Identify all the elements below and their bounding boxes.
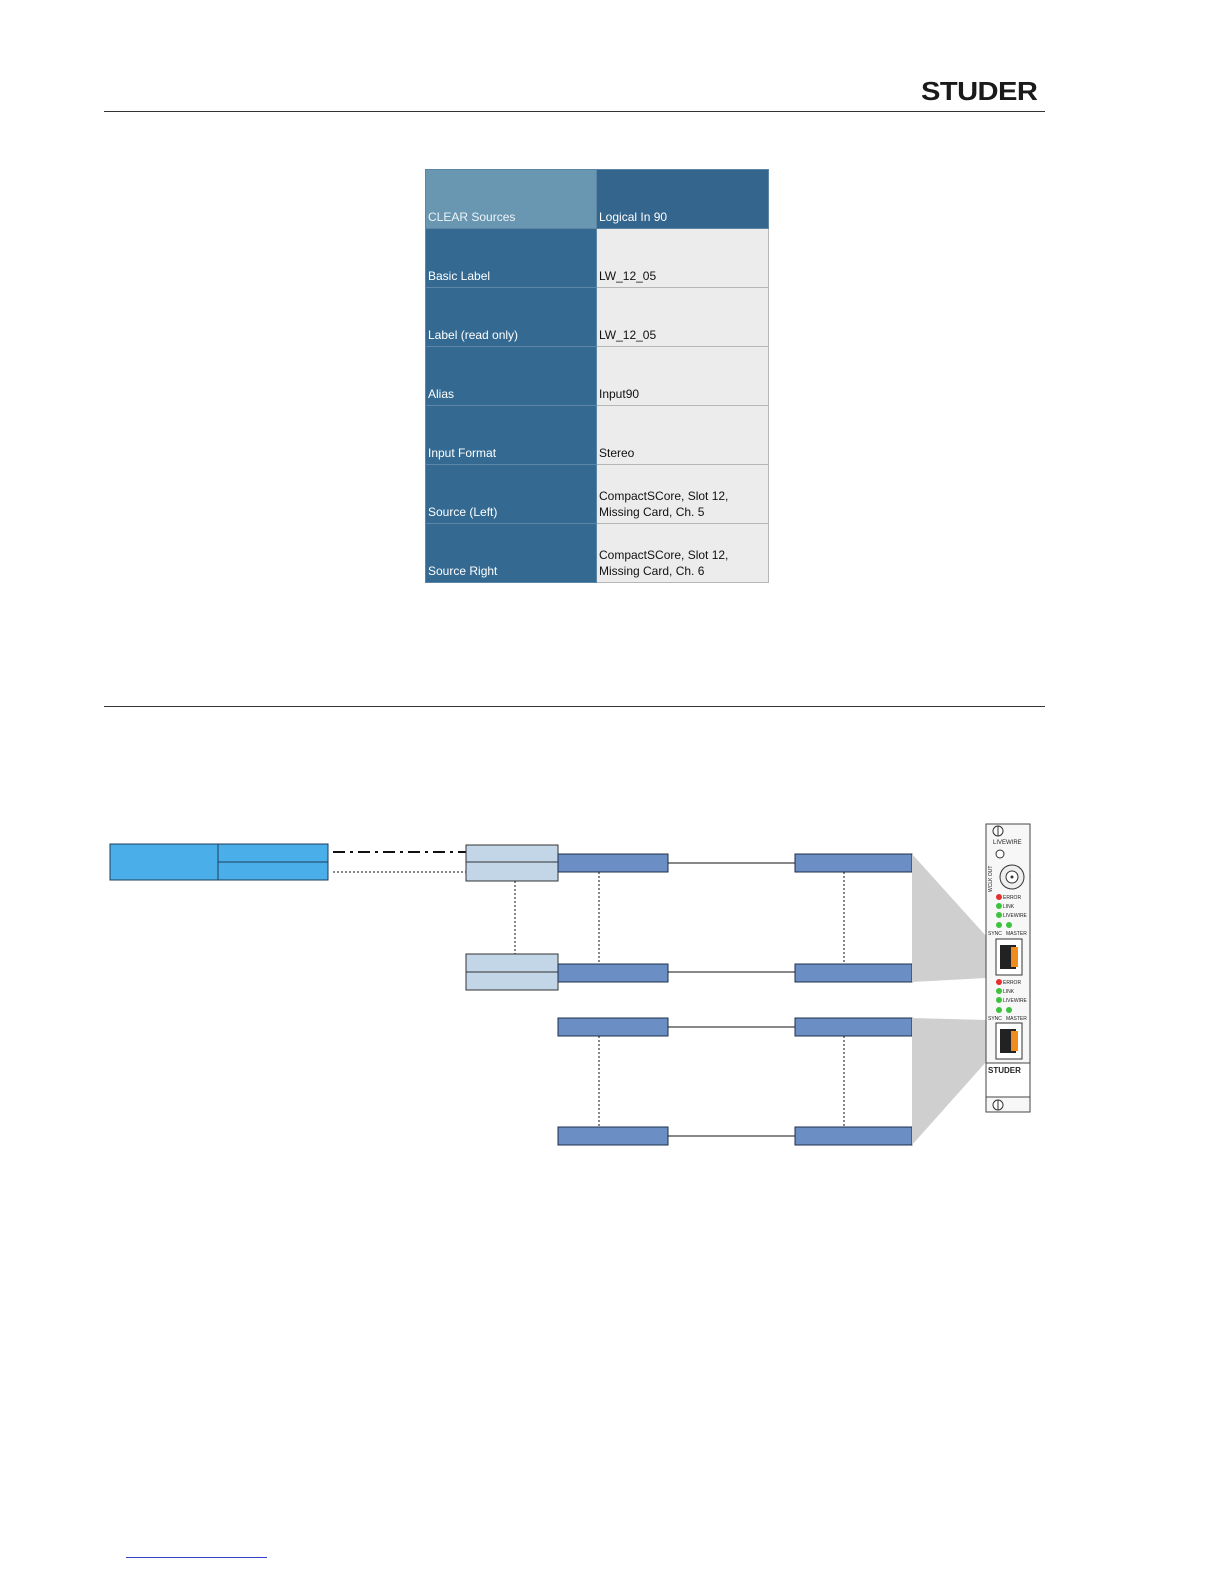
livewire-card: LIVEWIRE WCLK OUT ERROR LINK LIVEWIRE SY… xyxy=(985,823,1031,1113)
channel-block-left xyxy=(557,963,669,983)
studer-logo: STUDER xyxy=(921,76,1038,106)
led-label: LINK xyxy=(1003,904,1015,910)
row-label: Source Right xyxy=(425,523,597,583)
led-label: LIVEWIRE xyxy=(1003,913,1028,919)
row-label: Input Format xyxy=(425,405,597,465)
source-channel-2 xyxy=(217,861,329,881)
connector-label: WCLK OUT xyxy=(988,866,994,892)
table-row: Source (Left) CompactSCore, Slot 12, Mis… xyxy=(425,464,769,524)
channel-block-right xyxy=(794,963,913,983)
channel-row-1 xyxy=(557,853,913,873)
channel-row-3 xyxy=(557,1017,913,1037)
row-value[interactable]: Input90 xyxy=(596,346,769,406)
card-brand: STUDER xyxy=(988,1066,1021,1075)
row-value[interactable]: CompactSCore, Slot 12, Missing Card, Ch.… xyxy=(596,523,769,583)
channel-block-left xyxy=(557,853,669,873)
channel-block-right xyxy=(794,1017,913,1037)
logical-block-1b xyxy=(465,861,559,882)
table-row: Input Format Stereo xyxy=(425,405,769,465)
sync-label: SYNC xyxy=(988,1016,1002,1022)
source-channel-1 xyxy=(217,843,329,863)
led-master-icon xyxy=(1006,922,1012,928)
led-master-icon xyxy=(1006,1007,1012,1013)
section-rule xyxy=(104,706,1045,707)
table-row: Alias Input90 xyxy=(425,346,769,406)
source-block xyxy=(109,843,219,881)
row-label: Alias xyxy=(425,346,597,406)
logical-block-2b xyxy=(465,971,559,991)
row-value: LW_12_05 xyxy=(596,287,769,347)
table-row: Source Right CompactSCore, Slot 12, Miss… xyxy=(425,523,769,583)
port-2-projection xyxy=(912,1018,986,1145)
row-label: Source (Left) xyxy=(425,464,597,524)
channel-block-right xyxy=(794,1126,913,1146)
table-row: Basic Label LW_12_05 xyxy=(425,228,769,288)
led-livewire-icon xyxy=(996,997,1002,1003)
footer-link-underline[interactable] xyxy=(126,1557,267,1558)
led-sync-icon xyxy=(996,922,1002,928)
logical-block-1a xyxy=(465,844,559,863)
bnc-pin xyxy=(1010,875,1014,879)
led-error-icon xyxy=(996,894,1002,900)
table-row: CLEAR Sources Logical In 90 xyxy=(425,169,769,229)
led-label: LINK xyxy=(1003,989,1015,995)
master-label: MASTER xyxy=(1006,931,1027,937)
led-label: LIVEWIRE xyxy=(1003,998,1028,1004)
channel-row-2 xyxy=(557,963,913,983)
channel-row-4 xyxy=(557,1126,913,1146)
rj45-port-1-latch xyxy=(1011,947,1018,967)
logical-block-2a xyxy=(465,953,559,973)
led-link-icon xyxy=(996,988,1002,994)
row-label: Basic Label xyxy=(425,228,597,288)
led-label: ERROR xyxy=(1003,895,1021,901)
led-livewire-icon xyxy=(996,912,1002,918)
led-label: ERROR xyxy=(1003,980,1021,986)
channel-block-left xyxy=(557,1126,669,1146)
row-value[interactable]: LW_12_05 xyxy=(596,228,769,288)
rj45-port-2-latch xyxy=(1011,1031,1018,1051)
card-brand-plate xyxy=(985,1062,1031,1098)
card-title: LIVEWIRE xyxy=(993,840,1022,846)
master-label: MASTER xyxy=(1006,1016,1027,1022)
sync-label: SYNC xyxy=(988,931,1002,937)
table-header-value[interactable]: Logical In 90 xyxy=(596,169,769,229)
routing-diagram: LIVEWIRE WCLK OUT ERROR LINK LIVEWIRE SY… xyxy=(109,823,1031,1146)
ground-icon xyxy=(995,849,1005,859)
row-label: Label (read only) xyxy=(425,287,597,347)
row-value[interactable]: Stereo xyxy=(596,405,769,465)
led-sync-icon xyxy=(996,1007,1002,1013)
clear-sources-table: CLEAR Sources Logical In 90 Basic Label … xyxy=(425,169,769,583)
led-error-icon xyxy=(996,979,1002,985)
row-value[interactable]: CompactSCore, Slot 12, Missing Card, Ch.… xyxy=(596,464,769,524)
table-row: Label (read only) LW_12_05 xyxy=(425,287,769,347)
table-header-label: CLEAR Sources xyxy=(425,169,597,229)
led-link-icon xyxy=(996,903,1002,909)
header-rule xyxy=(104,111,1045,112)
channel-block-left xyxy=(557,1017,669,1037)
channel-block-right xyxy=(794,853,913,873)
port-1-projection xyxy=(912,854,986,982)
